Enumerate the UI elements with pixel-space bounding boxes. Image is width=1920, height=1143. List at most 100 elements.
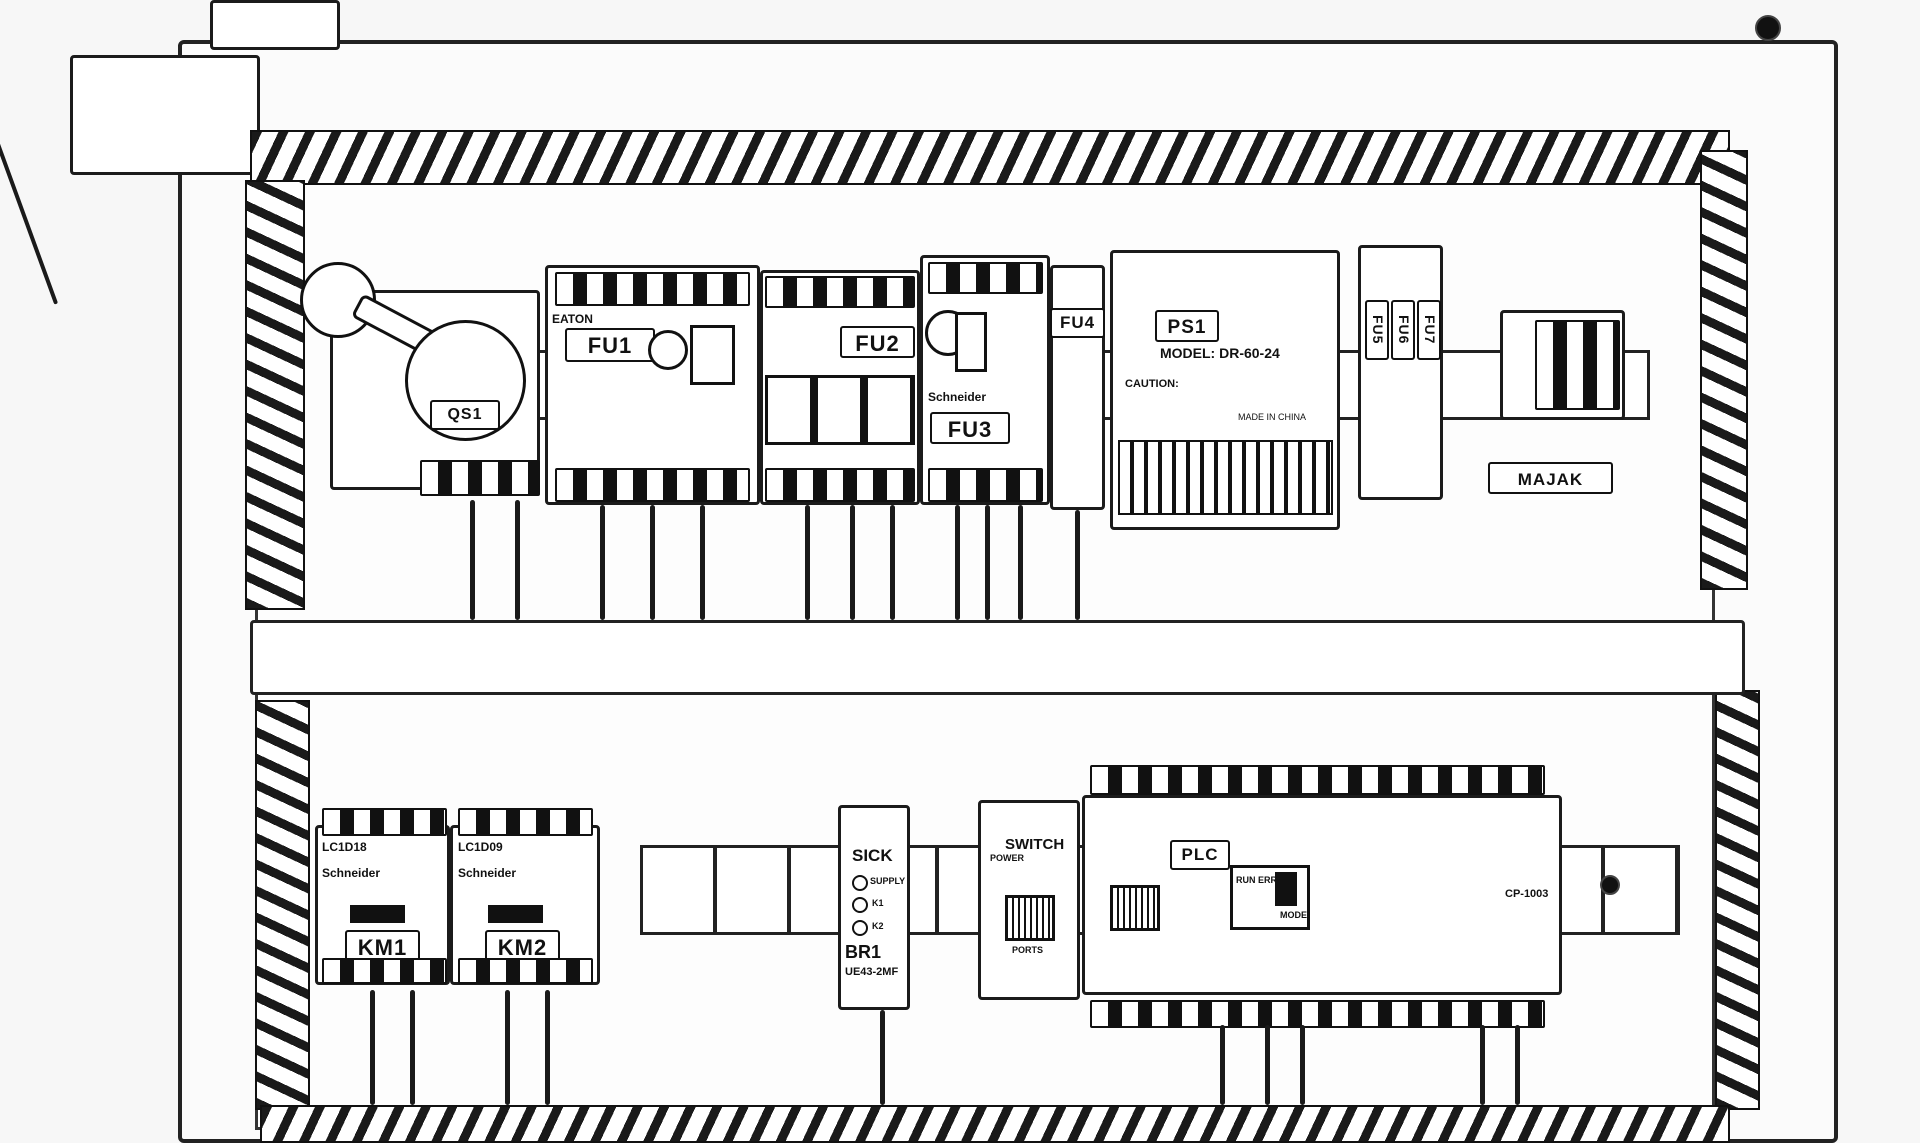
plc-mode-text: MODE [1280, 910, 1307, 920]
ps1-vent-slots [1118, 440, 1333, 515]
motor-breaker-fu3 [920, 255, 1050, 505]
fu3-toggle [955, 312, 987, 372]
external-cable [0, 115, 59, 305]
plc-label: PLC [1170, 840, 1230, 870]
bottom-wire-duct [260, 1105, 1730, 1143]
top-wire-duct [250, 130, 1730, 185]
external-connector [210, 0, 340, 50]
enclosure-screw [1755, 15, 1781, 41]
fu5-label: FU5 [1365, 300, 1389, 360]
wire [890, 505, 895, 620]
wire [850, 505, 855, 620]
wire [470, 500, 475, 620]
supply-text: SUPPLY [870, 876, 906, 886]
breaker-fu4 [1050, 265, 1105, 510]
plc-run-err: RUN ERR [1236, 875, 1278, 885]
wire [1265, 1025, 1270, 1105]
fu2-terminals-top [765, 276, 915, 308]
ps1-made-in-china: MADE IN CHINA [1238, 412, 1307, 422]
majak-label: MAJAK [1488, 462, 1613, 494]
wire [1300, 1025, 1305, 1105]
plc-ethernet-port [1110, 885, 1160, 931]
ps1-label: PS1 [1155, 310, 1219, 342]
switch-rj45-port [1005, 895, 1055, 941]
wire [1075, 510, 1080, 620]
plc-model: CP-1003 [1505, 888, 1549, 900]
fu3-label: FU3 [930, 412, 1010, 444]
wire [985, 505, 990, 620]
km1-schneider-brand: Schneider [322, 866, 381, 880]
ps1-caution: CAUTION: [1125, 378, 1179, 390]
ethernet-switch [978, 800, 1080, 1000]
sick-brand: SICK [852, 846, 893, 865]
switch-dial [405, 320, 526, 441]
fu2-fuse-holders [765, 375, 915, 445]
wire [955, 505, 960, 620]
fu1-toggle [690, 325, 735, 385]
eaton-brand: EATON [552, 312, 593, 326]
beacon-terminals [1535, 320, 1620, 410]
plc-unit [1082, 795, 1562, 995]
k1-text: K1 [872, 898, 884, 908]
wire [515, 500, 520, 620]
fu4-label: FU4 [1050, 308, 1105, 338]
km1-model: LC1D18 [322, 840, 367, 854]
wire [805, 505, 810, 620]
fu1-label: FU1 [565, 328, 655, 362]
wire [505, 990, 510, 1105]
external-sensor-box [70, 55, 260, 175]
k1-led [852, 897, 868, 913]
wire [410, 990, 415, 1105]
km2-terminals-top [458, 808, 593, 836]
fu1-test-button [648, 330, 688, 370]
wire [700, 505, 705, 620]
km2-window [488, 905, 543, 923]
wire [1018, 505, 1023, 620]
plc-seven-segment [1275, 872, 1297, 906]
km1-terminals-bottom [322, 958, 447, 984]
switch-ports-text: PORTS [1012, 945, 1044, 955]
km2-model: LC1D09 [458, 840, 503, 854]
fu3-terminals-top [928, 262, 1043, 294]
fu1-terminals-bottom [555, 468, 750, 502]
wire [650, 505, 655, 620]
fuse-holder-block [1358, 245, 1443, 500]
fu6-label: FU6 [1391, 300, 1415, 360]
br1-model: UE43-2MF [845, 966, 899, 978]
ps1-model: MODEL: DR-60-24 [1160, 345, 1280, 361]
km1-window [350, 905, 405, 923]
wire [370, 990, 375, 1105]
wire [1515, 1025, 1520, 1105]
k2-led [852, 920, 868, 936]
right-wire-duct-lower [1715, 690, 1760, 1110]
wire [600, 505, 605, 620]
right-wire-duct-upper [1700, 150, 1748, 590]
fu2-terminals-bottom [765, 468, 915, 502]
br1-label: BR1 [845, 942, 882, 962]
km1-terminals-top [322, 808, 447, 836]
plc-terminals-top [1090, 765, 1545, 795]
km2-terminals-bottom [458, 958, 593, 984]
fu2-label: FU2 [840, 326, 915, 358]
switch-label: SWITCH [1005, 836, 1065, 853]
left-wire-duct-lower [255, 700, 310, 1110]
plc-terminals-bottom [1090, 1000, 1545, 1028]
qs1-terminals-bottom [420, 460, 540, 496]
safety-relay-br1 [838, 805, 910, 1010]
middle-wire-duct-cover [250, 620, 1745, 695]
fu3-schneider-brand: Schneider [928, 390, 987, 404]
fu3-terminals-bottom [928, 468, 1043, 502]
fu7-label: FU7 [1417, 300, 1441, 360]
rail-screw [1600, 875, 1620, 895]
wire [545, 990, 550, 1105]
wire [1480, 1025, 1485, 1105]
fu1-terminals-top [555, 272, 750, 306]
qs1-label: QS1 [430, 400, 500, 430]
wire [1220, 1025, 1225, 1105]
k2-text: K2 [872, 921, 884, 931]
left-wire-duct-upper [245, 180, 305, 610]
km2-schneider-brand: Schneider [458, 866, 517, 880]
supply-led [852, 875, 868, 891]
switch-power-text: POWER [990, 853, 1025, 863]
